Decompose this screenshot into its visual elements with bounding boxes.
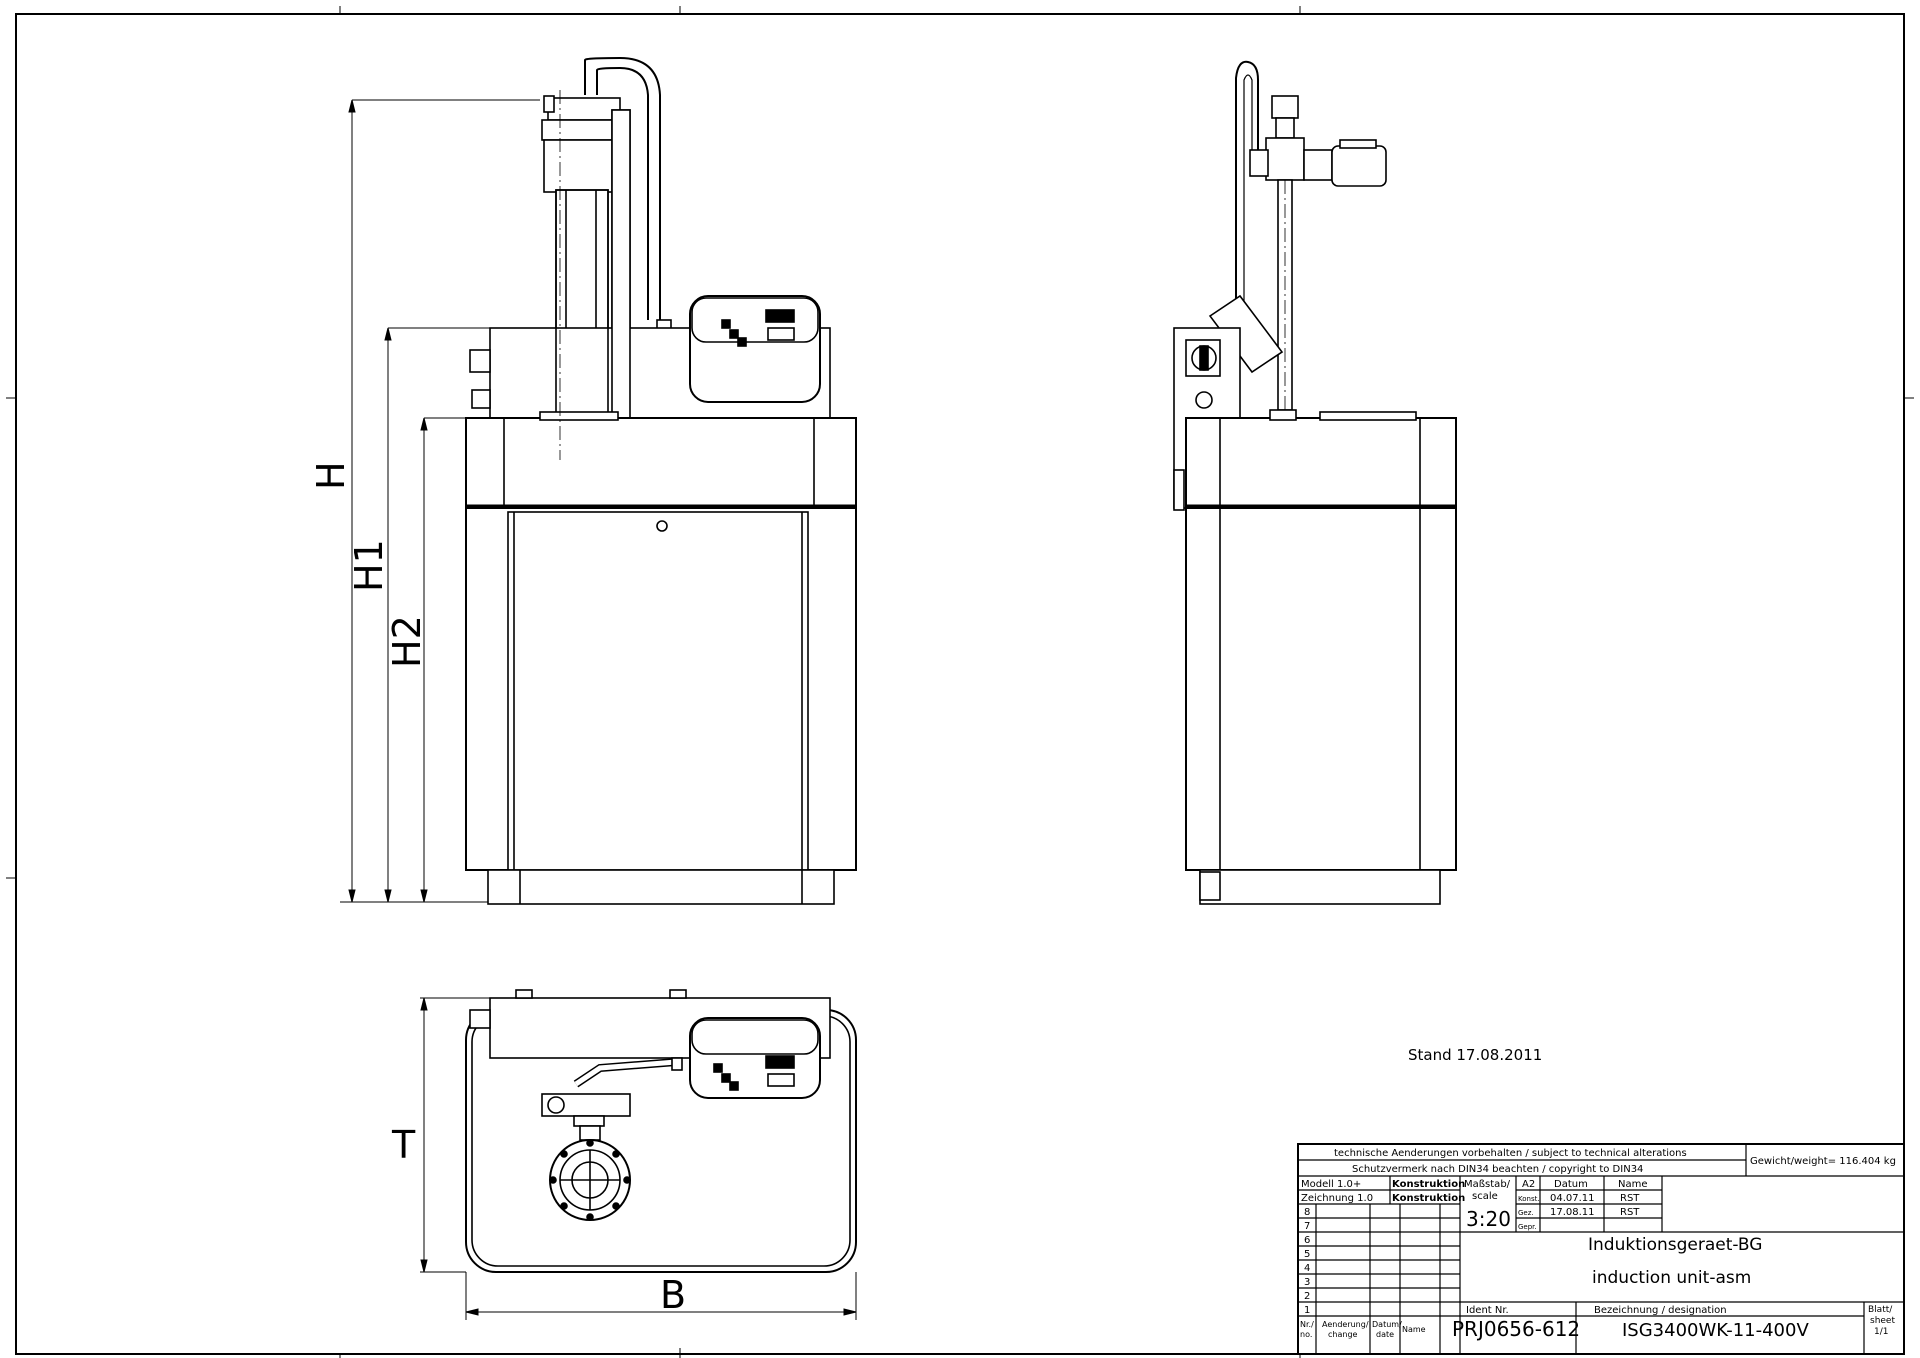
notice-alterations: technische Aenderungen vorbehalten / sub…	[1334, 1148, 1687, 1159]
modell-label: Modell 1.0+	[1301, 1179, 1361, 1190]
date-label-1: Datum/	[1372, 1320, 1402, 1329]
stand-date: Stand 17.08.2011	[1408, 1046, 1542, 1064]
weight-value: Gewicht/weight= 116.404 kg	[1750, 1156, 1896, 1167]
rev-number: 7	[1304, 1221, 1310, 1232]
nr-label-1: Nr./	[1300, 1320, 1314, 1329]
rev-number: 6	[1304, 1235, 1310, 1246]
gepr-label: Gepr.	[1518, 1223, 1537, 1231]
konst-name: RST	[1620, 1193, 1640, 1204]
zeichnung-role: Konstruktion	[1392, 1193, 1465, 1204]
datum-header: Datum	[1554, 1179, 1588, 1190]
name-header: Name	[1618, 1179, 1648, 1190]
title-english: induction unit-asm	[1592, 1268, 1751, 1288]
ident-label: Ident Nr.	[1466, 1305, 1509, 1316]
title-block-text: technische Aenderungen vorbehalten / sub…	[1300, 1148, 1896, 1341]
modell-role: Konstruktion	[1392, 1179, 1465, 1190]
rev-number: 4	[1304, 1263, 1310, 1274]
nr-label-2: no.	[1300, 1330, 1312, 1339]
rev-number: 2	[1304, 1291, 1310, 1302]
konst-date: 04.07.11	[1550, 1193, 1595, 1204]
dim-label-h2: H2	[385, 615, 429, 668]
title-block	[1297, 1143, 1905, 1355]
ident-number: PRJ0656-612	[1452, 1317, 1580, 1341]
dim-label-b: B	[660, 1273, 686, 1317]
designation-label: Bezeichnung / designation	[1594, 1305, 1727, 1316]
gez-date: 17.08.11	[1550, 1207, 1595, 1218]
sheet-label-1: Blatt/	[1868, 1305, 1893, 1315]
height-dimensions	[340, 99, 540, 903]
side-view	[1173, 60, 1457, 905]
name-label: Name	[1402, 1325, 1426, 1334]
sheet-frame	[15, 13, 1905, 1355]
top-view-dimensions	[420, 997, 857, 1320]
front-view	[465, 56, 857, 905]
change-label-1: Aenderung/	[1322, 1320, 1369, 1329]
change-label-2: change	[1328, 1330, 1358, 1339]
sheet-value: 1/1	[1874, 1327, 1888, 1337]
dim-label-t: T	[391, 1123, 416, 1167]
rev-number: 1	[1304, 1305, 1310, 1316]
format-value: A2	[1522, 1179, 1535, 1190]
dim-label-h: H	[309, 461, 353, 490]
zeichnung-label: Zeichnung 1.0	[1301, 1193, 1373, 1204]
sheet-label-2: sheet	[1870, 1316, 1895, 1326]
top-view	[465, 989, 857, 1273]
dim-label-h1: H1	[347, 539, 391, 592]
title-german: Induktionsgeraet-BG	[1588, 1235, 1762, 1255]
gez-name: RST	[1620, 1207, 1640, 1218]
rev-number: 5	[1304, 1249, 1310, 1260]
scale-label-2: scale	[1472, 1191, 1498, 1202]
scale-value: 3:20	[1466, 1207, 1511, 1231]
designation-value: ISG3400WK-11-400V	[1622, 1320, 1809, 1341]
scale-label-1: Maßstab/	[1464, 1179, 1511, 1190]
frame-center-marks	[6, 6, 1914, 1358]
rev-number: 3	[1304, 1277, 1310, 1288]
notice-copyright: Schutzvermerk nach DIN34 beachten / copy…	[1352, 1164, 1643, 1175]
date-label-2: date	[1376, 1330, 1394, 1339]
rev-number: 8	[1304, 1207, 1310, 1218]
konst-label: Konst.	[1518, 1195, 1540, 1203]
gez-label: Gez.	[1518, 1209, 1534, 1217]
